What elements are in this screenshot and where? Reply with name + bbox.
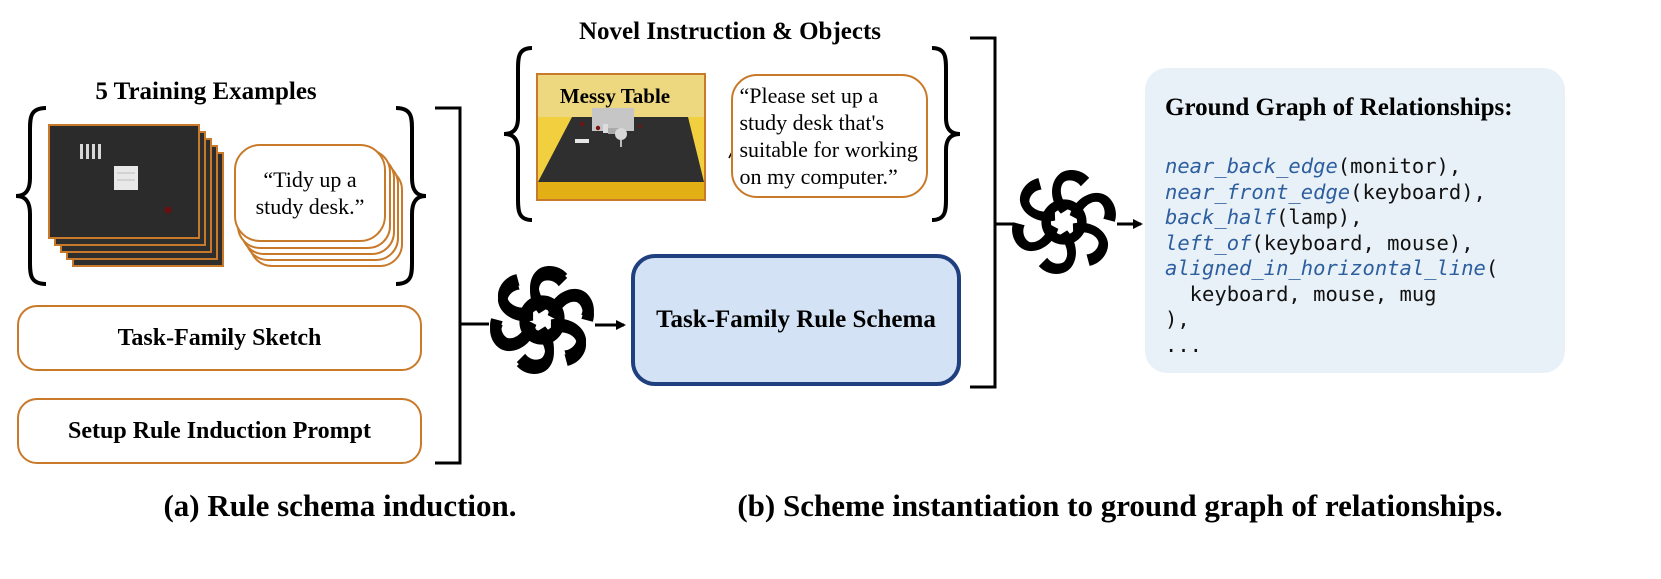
relation-line: keyboard, mouse, mug bbox=[1165, 281, 1437, 306]
novel-quote-text: “Please set up a study desk that's suita… bbox=[739, 83, 918, 189]
relation-line: ... bbox=[1165, 332, 1203, 357]
training-quote-card: “Tidy up a study desk.” bbox=[234, 144, 386, 242]
middle-open-brace bbox=[503, 46, 533, 222]
task-family-sketch-box: Task-Family Sketch bbox=[17, 305, 422, 371]
novel-quote-card: “Please set up a study desk that's suita… bbox=[731, 74, 928, 198]
ground-graph-title: Ground Graph of Relationships: bbox=[1165, 94, 1513, 121]
left-close-brace bbox=[395, 106, 427, 286]
rule-schema-box: Task-Family Rule Schema bbox=[631, 254, 961, 386]
ground-graph-panel: Ground Graph of Relationships: near_back… bbox=[1145, 68, 1565, 373]
task-family-sketch-label: Task-Family Sketch bbox=[117, 324, 322, 351]
training-quote-text: “Tidy up a study desk.” bbox=[255, 167, 365, 219]
training-examples-title: 5 Training Examples bbox=[95, 78, 317, 105]
openai-logo-icon bbox=[1006, 170, 1121, 274]
relation-line: back_half(lamp), bbox=[1165, 205, 1363, 229]
training-image-stack bbox=[48, 124, 224, 267]
relation-line: left_of(keyboard, mouse), bbox=[1165, 230, 1474, 255]
right-bracket bbox=[970, 36, 997, 389]
novel-instruction-title: Novel Instruction & Objects bbox=[578, 18, 882, 45]
relation-line: ), bbox=[1165, 307, 1190, 331]
messy-table-label: Messy Table bbox=[559, 84, 671, 108]
caption-b: (b) Scheme instantiation to ground graph… bbox=[737, 488, 1503, 523]
openai-logo-icon bbox=[488, 268, 596, 376]
relation-line: aligned_in_horizontal_line( bbox=[1165, 256, 1499, 280]
relation-line: near_front_edge(keyboard), bbox=[1165, 179, 1486, 204]
relations-list: near_back_edge(monitor), near_front_edge… bbox=[1165, 154, 1498, 358]
middle-close-brace bbox=[931, 46, 961, 222]
relation-line: near_back_edge(monitor), bbox=[1165, 154, 1462, 178]
left-bracket bbox=[435, 106, 462, 465]
messy-table-image bbox=[536, 73, 706, 201]
left-open-brace bbox=[15, 106, 47, 286]
setup-prompt-box: Setup Rule Induction Prompt bbox=[17, 398, 422, 464]
setup-prompt-label: Setup Rule Induction Prompt bbox=[68, 417, 371, 444]
caption-a: (a) Rule schema induction. bbox=[163, 488, 517, 523]
rule-schema-label: Task-Family Rule Schema bbox=[656, 306, 936, 333]
